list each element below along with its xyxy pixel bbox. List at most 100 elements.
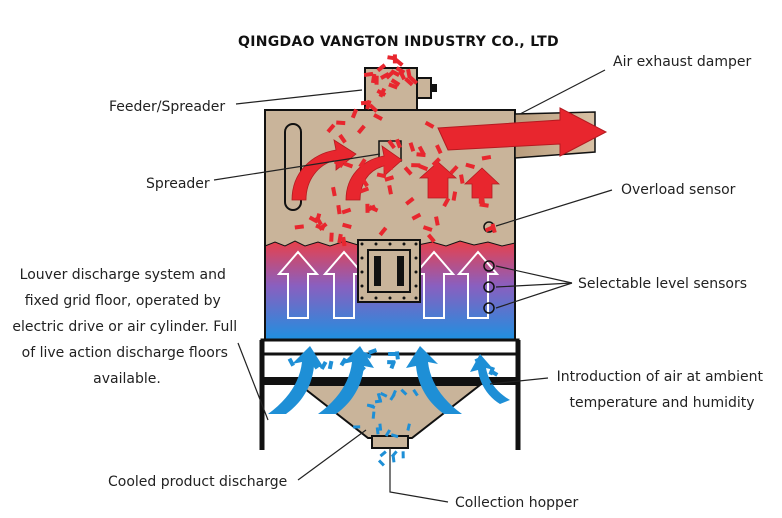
particle	[431, 157, 441, 167]
louver-door	[357, 239, 421, 303]
particle	[362, 351, 372, 359]
particle	[359, 186, 370, 194]
particle	[389, 393, 396, 401]
label-introduction-of-air: Introduction of air at ambient temperatu…	[557, 369, 768, 411]
label-feeder-spreader: Feeder/Spreader	[109, 99, 225, 115]
louver-line-1: Louver discharge system and	[20, 267, 226, 283]
particle	[379, 391, 388, 398]
particle	[479, 202, 489, 208]
particle	[333, 159, 344, 169]
particle	[390, 69, 401, 77]
particle	[330, 151, 339, 162]
particle	[403, 166, 413, 176]
particle	[408, 142, 416, 152]
particle	[388, 352, 397, 356]
particle	[387, 139, 396, 150]
particle	[378, 423, 383, 431]
particle	[287, 357, 295, 367]
sight-glass	[284, 123, 302, 211]
particle	[406, 68, 412, 79]
hot-air-arrows	[291, 139, 501, 201]
louver-line-2: fixed grid floor, operated by	[25, 293, 221, 309]
particle	[294, 224, 305, 230]
particle	[465, 162, 476, 170]
particle	[363, 71, 374, 78]
label-collection-hopper: Collection hopper	[455, 495, 579, 511]
particle	[388, 82, 399, 90]
particle	[354, 367, 364, 376]
label-cooled-product-discharge: Cooled product discharge	[108, 474, 287, 490]
particle	[426, 233, 436, 243]
particle	[474, 185, 480, 195]
air-intro-line-2: temperature and humidity	[569, 395, 754, 411]
particle	[383, 165, 393, 171]
particle	[343, 161, 354, 169]
particle	[434, 216, 440, 226]
particle	[336, 204, 342, 215]
particle	[371, 411, 376, 419]
particle	[411, 212, 422, 221]
particle	[400, 388, 408, 396]
particle	[435, 144, 443, 155]
particle	[449, 165, 459, 175]
particle	[379, 72, 390, 80]
particle	[365, 203, 370, 213]
particle	[387, 55, 397, 61]
particle	[376, 63, 387, 73]
label-overload-sensor: Overload sensor	[621, 182, 736, 198]
particle	[341, 207, 352, 215]
particle	[342, 222, 352, 229]
particle	[422, 225, 433, 232]
particle	[394, 57, 404, 67]
particle	[490, 223, 497, 234]
particle	[331, 186, 337, 197]
ambient-air-arrows	[268, 346, 510, 414]
particle	[384, 175, 395, 182]
particle	[384, 429, 391, 437]
louver-line-4: of live action discharge floors	[22, 345, 228, 361]
particle	[417, 145, 426, 156]
particle	[442, 197, 451, 208]
label-air-exhaust-damper: Air exhaust damper	[613, 54, 751, 70]
particle	[350, 108, 359, 119]
particle	[408, 75, 419, 85]
particle	[329, 232, 334, 242]
particle	[368, 348, 378, 355]
particle	[411, 163, 421, 168]
hot-product-particles	[294, 54, 497, 247]
bed-airflow-arrows	[276, 250, 500, 319]
particle	[404, 77, 414, 87]
particle	[353, 355, 362, 364]
particle	[385, 70, 395, 80]
particle	[358, 158, 367, 168]
particle	[459, 174, 465, 184]
particle	[354, 173, 364, 179]
air-exhaust-duct	[437, 107, 608, 159]
particle	[474, 356, 484, 364]
particle	[353, 425, 361, 429]
particle	[480, 186, 488, 197]
particle	[376, 172, 387, 179]
particle	[375, 427, 380, 435]
label-louver-discharge: Louver discharge system and fixed grid f…	[12, 267, 241, 387]
particle	[401, 451, 405, 459]
particle	[373, 113, 383, 121]
particle	[379, 450, 387, 458]
particle	[378, 87, 387, 98]
particle	[360, 100, 371, 106]
particle	[394, 351, 400, 360]
particle	[337, 233, 343, 244]
particle	[378, 226, 388, 237]
particle	[489, 369, 499, 377]
particle	[339, 357, 348, 367]
particle	[395, 138, 402, 149]
particle	[356, 124, 366, 135]
particle	[424, 120, 435, 129]
particle	[390, 433, 399, 439]
cooled-product-particles	[287, 348, 499, 467]
particle	[390, 78, 401, 87]
particle	[326, 123, 336, 134]
particle	[368, 103, 379, 113]
particle	[481, 154, 492, 161]
